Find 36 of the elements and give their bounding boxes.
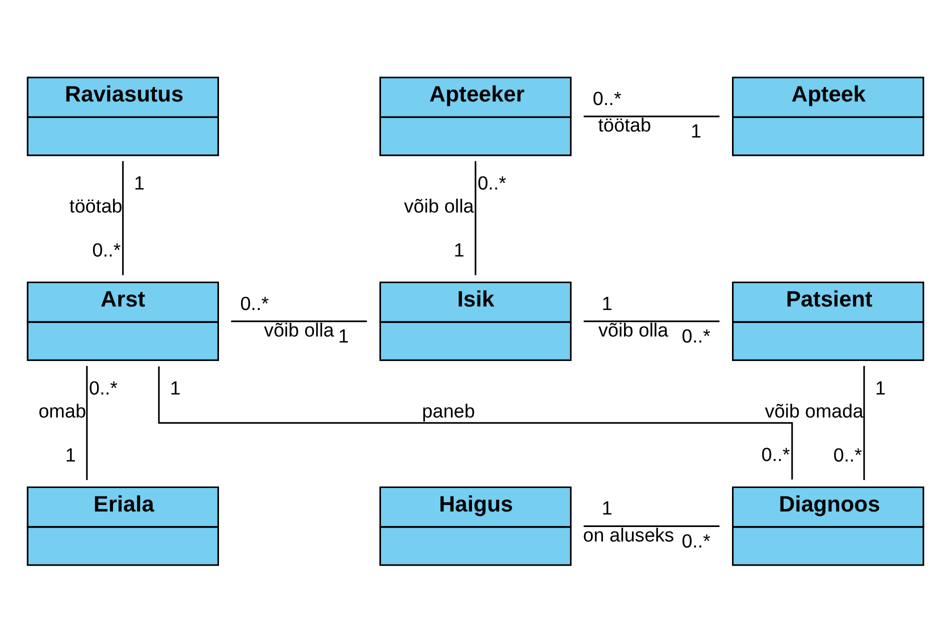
label: 0..* — [682, 531, 710, 552]
connector — [86, 366, 88, 480]
connector — [231, 320, 367, 322]
label: 1 — [454, 240, 464, 262]
label: 1 — [170, 378, 181, 400]
label: 0..* — [833, 446, 862, 467]
edge-label: võib olla — [598, 320, 668, 342]
label: 1 — [690, 122, 702, 143]
edge-label: võib olla — [404, 196, 474, 218]
connector — [584, 320, 720, 322]
edge-label: võib omada — [764, 402, 864, 423]
edge-label: paneb — [422, 402, 475, 423]
label: 0..* — [240, 294, 269, 315]
edge-label: on aluseks — [583, 525, 674, 546]
connector — [584, 525, 720, 527]
label: 0..* — [89, 378, 118, 400]
edge-label: töötab — [69, 196, 122, 218]
connector — [158, 366, 793, 480]
label: 0..* — [682, 326, 710, 348]
label: 1 — [602, 498, 612, 520]
label: 0..* — [92, 240, 121, 262]
label: 0..* — [592, 88, 622, 110]
label: 0..* — [761, 445, 790, 466]
label: 1 — [65, 446, 76, 467]
label: 1 — [875, 378, 886, 400]
edge-label: võib olla — [264, 320, 334, 342]
connector — [474, 161, 476, 276]
label: 0..* — [478, 173, 506, 194]
connector — [584, 116, 720, 118]
connector — [122, 161, 124, 276]
label: 1 — [338, 326, 349, 348]
label: 1 — [134, 173, 145, 194]
connector — [863, 366, 865, 480]
edge-label: töötab — [598, 116, 652, 137]
label: 1 — [602, 294, 612, 315]
edge-label: omab — [38, 402, 86, 423]
